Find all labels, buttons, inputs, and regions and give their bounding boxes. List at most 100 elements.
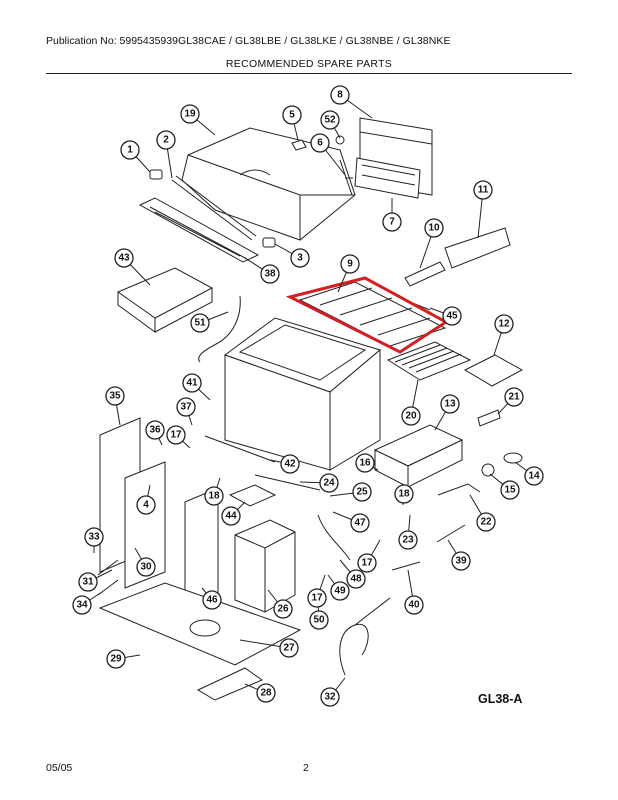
callout-number: 39 xyxy=(455,556,467,567)
callout-number: 8 xyxy=(337,90,343,101)
callout-circle xyxy=(106,649,126,669)
callout-circle xyxy=(156,130,176,150)
callout-number: 29 xyxy=(110,654,122,665)
part-tray-11 xyxy=(444,227,511,269)
callout-circle xyxy=(279,638,299,658)
callout-circle xyxy=(260,264,280,284)
callout-number: 52 xyxy=(324,115,336,126)
callout-19: 19 xyxy=(180,104,200,124)
part-knob-15 xyxy=(481,463,495,477)
callout-number: 40 xyxy=(408,600,420,611)
callout-number: 5 xyxy=(289,110,295,121)
callout-4: 4 xyxy=(136,495,156,515)
callout-28: 28 xyxy=(256,683,276,703)
callout-circle xyxy=(473,180,493,200)
callout-circle xyxy=(382,212,402,232)
callout-circle xyxy=(84,527,104,547)
part-grate-12 xyxy=(463,354,524,387)
callout-circle xyxy=(190,313,210,333)
callout-number: 1 xyxy=(127,145,133,156)
callout-number: 16 xyxy=(359,458,371,469)
callout-number: 22 xyxy=(480,517,492,528)
callout-number: 11 xyxy=(478,185,489,196)
callout-30: 30 xyxy=(136,557,156,577)
callout-circle xyxy=(404,595,424,615)
part-bottom-shelf-27 xyxy=(98,582,302,666)
callout-number: 17 xyxy=(170,430,182,441)
callout-circle xyxy=(398,530,418,550)
callout-number: 17 xyxy=(311,593,323,604)
callout-27: 27 xyxy=(279,638,299,658)
callout-circle xyxy=(357,553,377,573)
publication-number: Publication No: 5995435939 xyxy=(46,35,178,47)
callout-51: 51 xyxy=(190,313,210,333)
callout-8: 8 xyxy=(330,85,350,105)
callout-45: 45 xyxy=(442,306,462,326)
callout-number: 48 xyxy=(350,574,362,585)
part-panel-7 xyxy=(354,157,421,199)
callout-circle xyxy=(476,512,496,532)
callout-42: 42 xyxy=(280,454,300,474)
callout-number: 24 xyxy=(323,478,335,489)
callout-2: 2 xyxy=(156,130,176,150)
part-drawings xyxy=(97,117,524,701)
callout-35: 35 xyxy=(105,386,125,406)
callout-12: 12 xyxy=(494,314,514,334)
footer-page-number: 2 xyxy=(303,762,309,774)
callout-40: 40 xyxy=(404,595,424,615)
callout-47: 47 xyxy=(350,513,370,533)
part-28 xyxy=(196,667,264,701)
callout-number: 28 xyxy=(260,688,272,699)
callout-11: 11 xyxy=(473,180,493,200)
callout-number: 17 xyxy=(361,558,373,569)
callout-number: 2 xyxy=(163,135,169,146)
callout-circle xyxy=(500,480,520,500)
part-knob-1 xyxy=(149,169,163,180)
callout-circle xyxy=(504,387,524,407)
callout-21: 21 xyxy=(504,387,524,407)
part-valve-22 xyxy=(437,483,481,496)
callout-39: 39 xyxy=(451,551,471,571)
callout-10: 10 xyxy=(424,218,444,238)
callout-32: 32 xyxy=(320,687,340,707)
callout-number: 21 xyxy=(508,392,520,403)
callout-17: 17 xyxy=(166,425,186,445)
figure-label: GL38-A xyxy=(478,692,523,706)
callout-14: 14 xyxy=(524,466,544,486)
callout-5: 5 xyxy=(282,105,302,125)
callout-circle xyxy=(355,453,375,473)
callout-number: 9 xyxy=(347,259,353,270)
callout-number: 25 xyxy=(356,487,368,498)
callout-circle xyxy=(180,104,200,124)
callout-circle xyxy=(440,394,460,414)
callout-circle xyxy=(330,581,350,601)
callout-number: 38 xyxy=(264,269,276,280)
part-rod xyxy=(171,175,257,241)
callout-49: 49 xyxy=(330,581,350,601)
part-fitting-52 xyxy=(335,135,345,145)
part-grate-20 xyxy=(386,341,472,381)
part-knob-3 xyxy=(262,237,276,248)
callout-circle xyxy=(145,420,165,440)
callout-circle xyxy=(72,595,92,615)
callout-circle xyxy=(105,386,125,406)
callout-number: 19 xyxy=(184,109,196,120)
callout-number: 37 xyxy=(180,402,192,413)
callout-number: 6 xyxy=(317,138,323,149)
footer-date: 05/05 xyxy=(46,762,73,774)
callout-23: 23 xyxy=(398,530,418,550)
part-rod-40 xyxy=(391,561,421,571)
callout-number: 47 xyxy=(354,518,366,529)
callout-circle xyxy=(114,248,134,268)
callout-number: 15 xyxy=(504,485,516,496)
header-rule xyxy=(46,73,572,74)
callout-17: 17 xyxy=(357,553,377,573)
callout-16: 16 xyxy=(355,453,375,473)
part-heat-shield-43 xyxy=(116,267,214,319)
callout-17: 17 xyxy=(307,588,327,608)
part-control-panel xyxy=(138,197,260,263)
callout-circle xyxy=(424,218,444,238)
callout-number: 30 xyxy=(140,562,152,573)
callout-18: 18 xyxy=(204,486,224,506)
callout-7: 7 xyxy=(382,212,402,232)
